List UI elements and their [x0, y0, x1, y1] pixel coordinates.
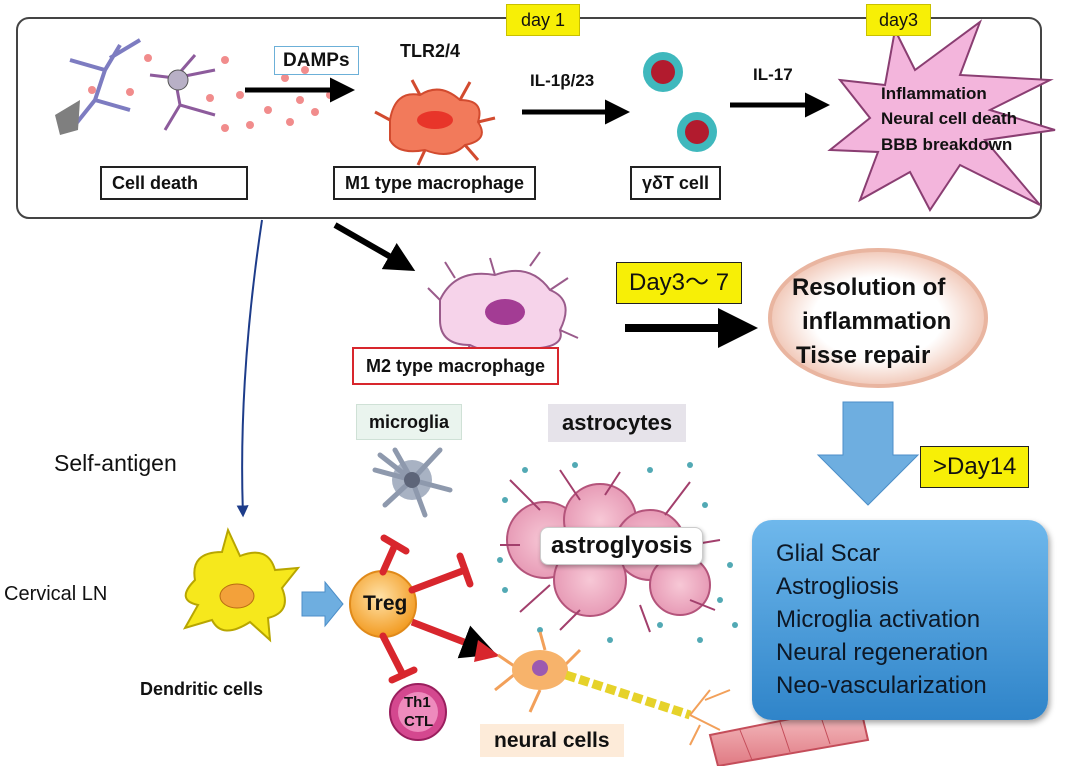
inflammation-star: [827, 19, 1056, 212]
resolution-line-2: inflammation: [802, 308, 952, 335]
outcome-item: Microglia activation: [776, 606, 981, 633]
m1-macrophage-label: M1 type macrophage: [333, 166, 537, 200]
resolution-line-1: Resolution of: [792, 274, 946, 301]
resolution-ellipse: [768, 248, 988, 388]
dying-neurons-graphic: [55, 38, 334, 135]
day1-label: day 1: [506, 4, 581, 36]
gdt-cell-label: γδT cell: [630, 166, 721, 200]
dendritic-cells-label: Dendritic cells: [140, 679, 264, 699]
il17-label: IL-17: [753, 65, 793, 84]
m2-macrophage-label: M2 type macrophage: [352, 347, 560, 385]
outcome-item: Neural regeneration: [776, 639, 989, 666]
resolution-line-3: Tisse repair: [796, 342, 931, 369]
self-antigen-label: Self-antigen: [54, 450, 177, 476]
day3-7-label: Day3～ 7: [616, 262, 743, 304]
inhibition-lines: [379, 534, 474, 684]
m2-macrophage-graphic: [427, 251, 579, 361]
day14-down-arrow: [816, 401, 920, 506]
ctl-label: CTL: [404, 713, 434, 730]
outcome-item: Glial Scar: [776, 540, 881, 567]
outcome-item: Neo-vascularization: [776, 672, 987, 699]
microglia-graphic: [372, 447, 453, 518]
day14-label: >Day14: [920, 446, 1030, 488]
neural-cells-label: neural cells: [480, 724, 624, 757]
microglia-label: microglia: [356, 404, 463, 440]
self-antigen-arrow: [236, 219, 263, 518]
tlr-label: TLR2/4: [400, 41, 461, 61]
m1-macrophage-graphic: [374, 79, 496, 166]
inflammation-line-3: BBB breakdown: [881, 135, 1013, 154]
day3-label: day3: [866, 4, 932, 36]
inflammation-line-2: Neural cell death: [881, 109, 1018, 128]
dendritic-cell-graphic: [182, 527, 301, 643]
cervical-ln-label: Cervical LN: [4, 583, 108, 605]
astrocytes-label: astrocytes: [548, 404, 687, 442]
to-m2-arrow: [333, 222, 416, 271]
damps-label: DAMPs: [274, 46, 359, 75]
gdt-cells-graphic: [643, 52, 717, 152]
neural-cell-graphic: [494, 631, 731, 746]
th1-label: Th1: [404, 694, 431, 711]
dc-to-treg-arrow: [301, 580, 344, 628]
treg-label: Treg: [363, 592, 408, 615]
il1-label: IL-1β/23: [530, 71, 595, 90]
outcome-item: Astrogliosis: [776, 573, 899, 600]
outcomes-box: Glial Scar Astrogliosis Microglia activa…: [752, 520, 1048, 720]
inflammation-line-1: Inflammation: [881, 84, 987, 103]
astrogliosis-label: astroglyosis: [540, 527, 704, 565]
cell-death-label: Cell death: [100, 166, 248, 200]
